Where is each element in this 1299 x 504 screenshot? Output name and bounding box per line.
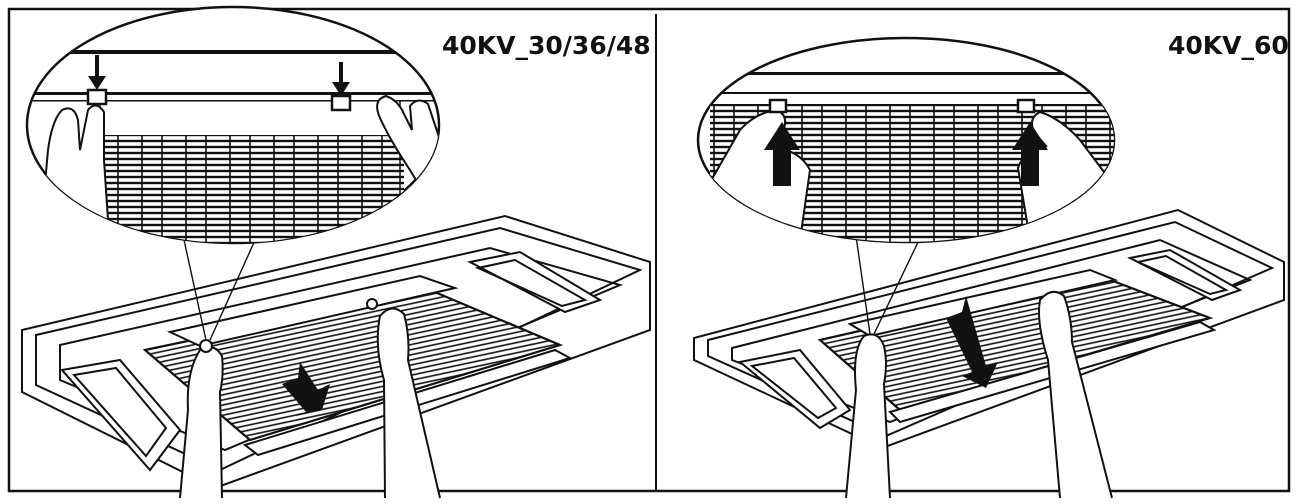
left-detail-lens [25,5,441,245]
right-pull-down-arrow-icon [946,296,998,388]
left-press-arrow-icon [88,55,106,90]
right-panel-right-hand-icon [1038,290,1113,499]
right-latch-icon [366,298,378,310]
left-cassette-unit [21,214,651,490]
left-latch-icon [199,339,213,353]
right-cassette-unit [693,208,1285,450]
right-panel-illustration [693,36,1285,499]
right-detail-lens [696,36,1116,244]
left-panel-illustration [21,5,651,499]
right-push-up-arrow-icon [1012,122,1048,186]
left-panel-model-label: 40KV_30/36/48 [442,31,651,60]
left-push-up-arrow-icon [764,122,800,186]
right-press-arrow-icon [332,62,350,96]
right-panel-left-hand-icon [845,333,891,499]
figure-frame [7,7,1291,493]
right-hand-icon [376,307,441,499]
right-panel-model-label: 40KV_60 [1168,31,1289,60]
left-pull-down-arrow-icon [282,362,330,416]
